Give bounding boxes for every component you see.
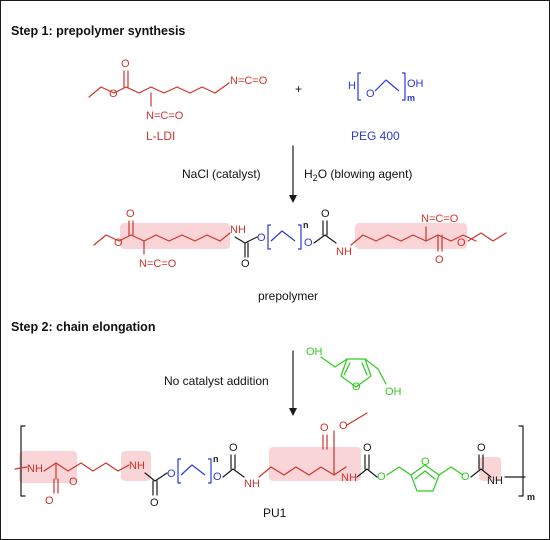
atom-o: O xyxy=(477,442,486,454)
atom-o: O xyxy=(167,468,176,480)
isocyanate-group: N=C=O xyxy=(139,258,177,270)
no-catalyst-condition: No catalyst addition xyxy=(164,374,269,388)
pu1-label: PU1 xyxy=(263,506,287,520)
urethane-nh: NH xyxy=(336,246,352,258)
furan-diol-structure: OH O OH xyxy=(306,346,402,398)
lldi-structure: O O N=C=O N=C=O xyxy=(88,58,268,122)
atom-o: O xyxy=(150,497,159,509)
atom-o: O xyxy=(435,254,444,266)
urethane-nh: NH xyxy=(230,224,246,236)
atom-o: O xyxy=(45,495,54,507)
prepolymer-label: prepolymer xyxy=(258,289,318,303)
atom-o: O xyxy=(69,476,78,488)
atom-o: O xyxy=(121,58,130,70)
catalyst-condition: NaCl (catalyst) xyxy=(182,167,261,181)
peg-structure: H O m OH xyxy=(348,72,424,103)
peg-label: PEG 400 xyxy=(351,129,400,143)
atom-o: O xyxy=(320,422,329,434)
step2-title: Step 2: chain elongation xyxy=(11,320,155,334)
atom-h: H xyxy=(348,80,356,92)
atom-o: O xyxy=(126,208,135,220)
urethane-nh: NH xyxy=(487,475,503,487)
hydroxyl-group: OH xyxy=(306,346,323,358)
atom-o: O xyxy=(461,471,470,483)
atom-o: O xyxy=(229,442,238,454)
repeat-n: n xyxy=(213,454,219,464)
atom-o: O xyxy=(321,208,330,220)
isocyanate-group: N=C=O xyxy=(421,213,459,225)
amide-nh: NH xyxy=(27,463,43,475)
urethane-nh: NH xyxy=(244,478,260,490)
atom-o: O xyxy=(109,88,118,100)
plus-sign: + xyxy=(295,82,302,96)
urethane-nh: NH xyxy=(341,472,357,484)
atom-o: O xyxy=(241,258,250,270)
atom-o: O xyxy=(257,232,266,244)
atom-o: O xyxy=(304,237,313,249)
isocyanate-group: N=C=O xyxy=(146,110,184,122)
atom-o: O xyxy=(363,442,372,454)
atom-o: O xyxy=(366,88,375,100)
atom-o: O xyxy=(457,237,466,249)
atom-o: O xyxy=(352,381,361,393)
repeat-m: m xyxy=(407,93,415,103)
hydroxyl-group: OH xyxy=(407,78,424,90)
step1-title: Step 1: prepolymer synthesis xyxy=(11,24,185,38)
atom-o: O xyxy=(114,237,123,249)
prepolymer-structure: O O N=C=O NH O O n O O NH N=C=O O O xyxy=(93,208,507,270)
atom-o: O xyxy=(213,471,222,483)
lldi-label: L-LDI xyxy=(146,129,175,143)
isocyanate-group: N=C=O xyxy=(230,75,268,87)
repeat-m: m xyxy=(527,492,535,502)
blowing-agent-condition: H2O (blowing agent) xyxy=(304,167,412,183)
pu1-structure: m NH O O NH O O n O O NH O O NH O xyxy=(14,412,535,509)
atom-o: O xyxy=(377,471,386,483)
repeat-n: n xyxy=(303,220,309,230)
atom-o: O xyxy=(339,420,348,432)
hydroxyl-group: OH xyxy=(385,386,402,398)
urethane-nh: NH xyxy=(129,460,145,472)
atom-o: O xyxy=(421,456,430,468)
